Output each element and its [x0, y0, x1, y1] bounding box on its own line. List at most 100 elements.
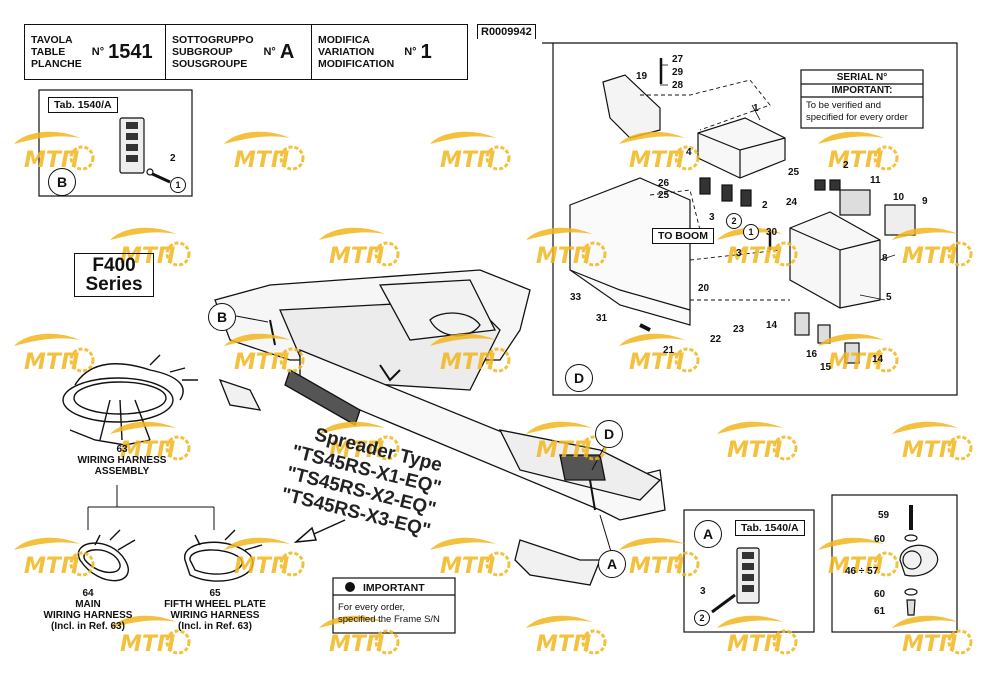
watermark-logo: МТП	[717, 615, 798, 657]
watermark-logo: МТП	[526, 421, 607, 463]
watermark-logo: МТП	[619, 333, 700, 375]
harness-line: (Incl. in Ref. 63)	[51, 621, 125, 632]
watermark-logo: МТП	[619, 131, 700, 173]
harness-assembly-label: 63 WIRING HARNESS ASSEMBLY	[62, 444, 182, 477]
watermark-logo: МТП	[526, 615, 607, 657]
watermark-logo: МТП	[430, 131, 511, 173]
watermark-logo: МТП	[717, 227, 798, 269]
table-number: 1541	[108, 40, 153, 63]
clamp-label: 46 ÷ 57	[845, 566, 879, 577]
detail-d-frame	[542, 42, 958, 396]
subgroup-cell: SOTTOGRUPPO SUBGROUP SOUSGROUPE N° A	[166, 25, 312, 79]
watermark-text: МТП	[440, 350, 495, 375]
circled-part-label: 2	[726, 213, 742, 229]
subgroup-no-label: N°	[263, 46, 276, 58]
mod-line: VARIATION	[318, 46, 375, 58]
detail-a-frame	[683, 509, 815, 633]
harness-line: WIRING HARNESS	[43, 610, 133, 621]
part-label: 3	[736, 248, 742, 259]
important-line: specified the Frame S/N	[338, 614, 440, 625]
clamp-label: 59	[878, 510, 890, 521]
watermark-text: МТП	[727, 244, 782, 269]
part-label: 14	[766, 320, 778, 331]
watermark-logo: МТП	[892, 227, 973, 269]
important-title-text: IMPORTANT	[363, 582, 425, 594]
part-label: 14	[872, 354, 884, 365]
watermark-logo: МТП	[717, 421, 798, 463]
harness-line: FIFTH WHEEL PLATE	[164, 599, 266, 610]
watermark-logo: МТП	[110, 421, 191, 463]
part-label: 20	[698, 283, 710, 294]
detail-b-frame	[38, 89, 193, 197]
mod-number: 1	[420, 40, 432, 63]
series-line: F400	[92, 255, 136, 276]
harness-line: WIRING HARNESS	[170, 610, 260, 621]
fifth-wheel-harness-drawing	[184, 529, 263, 582]
part-label: 2	[170, 153, 176, 164]
part-label: 15	[820, 362, 832, 373]
harness-line: WIRING HARNESS	[77, 455, 167, 466]
watermark-text: МТП	[24, 350, 79, 375]
watermark-layer: МТП МТП МТП МТП МТП МТП МТП МТП МТП МТП МТП МТП МТП М…	[14, 131, 973, 657]
mod-line: MODIFICA	[318, 34, 370, 46]
part-label: 2	[762, 200, 768, 211]
harness-ref: 63	[116, 444, 128, 455]
watermark-logo: МТП	[818, 131, 899, 173]
mod-no-label: N°	[404, 46, 417, 58]
part-label: 21	[663, 345, 675, 356]
watermark-logo: МТП	[319, 615, 400, 657]
part-label: 24	[786, 197, 798, 208]
watermark-text: МТП	[120, 632, 175, 657]
watermark-logo: МТП	[892, 615, 973, 657]
part-label: 5	[886, 292, 892, 303]
subgroup-line: SUBGROUP	[172, 46, 233, 58]
watermark-text: МТП	[234, 148, 289, 173]
watermark-logo: МТП	[430, 537, 511, 579]
part-label: 26	[658, 178, 670, 189]
serial-box	[800, 69, 924, 129]
detail-a-tab: Tab. 1540/A	[735, 520, 805, 536]
watermark-text: МТП	[234, 554, 289, 579]
table-no-label: N°	[91, 46, 105, 58]
watermark-text: МТП	[629, 554, 684, 579]
clamp-label: 60	[874, 589, 886, 600]
part-label: 4	[686, 147, 692, 158]
watermark-text: МТП	[329, 438, 384, 463]
part-label: 27	[672, 54, 684, 65]
watermark-logo: МТП	[14, 333, 95, 375]
clamp-label: 60	[874, 534, 886, 545]
table-line: PLANCHE	[31, 58, 82, 70]
series-line: Series	[85, 274, 143, 295]
part-label: 3	[709, 212, 715, 223]
watermark-text: МТП	[24, 554, 79, 579]
clamp-label: 61	[874, 606, 886, 617]
harness-line: ASSEMBLY	[94, 466, 150, 477]
table-line: TAVOLA	[31, 34, 73, 46]
watermark-logo: МТП	[224, 537, 305, 579]
part-label: 2	[843, 160, 849, 171]
serial-note: To be verified and specified for every o…	[806, 100, 908, 124]
detail-d-letter: D	[565, 364, 593, 392]
watermark-text: МТП	[727, 632, 782, 657]
watermark-logo: МТП	[14, 537, 95, 579]
watermark-logo: МТП	[14, 131, 95, 173]
watermark-logo: МТП	[319, 421, 400, 463]
watermark-text: МТП	[902, 244, 957, 269]
box-5	[789, 211, 881, 309]
table-line: TABLE	[31, 46, 66, 58]
watermark-text: МТП	[329, 632, 384, 657]
watermark-text: МТП	[24, 148, 79, 173]
main-harness-label: 64 MAIN WIRING HARNESS (Incl. in Ref. 63…	[28, 588, 148, 632]
watermark-text: МТП	[902, 632, 957, 657]
detail-a-letter: A	[694, 520, 722, 548]
watermark-text: МТП	[120, 244, 175, 269]
callout-a: A	[598, 550, 626, 578]
part-label: 3	[700, 586, 706, 597]
serial-title: SERIAL N°	[836, 72, 888, 83]
part-label: 8	[882, 253, 888, 264]
part-label: 10	[893, 192, 905, 203]
title-block: TAVOLA TABLE PLANCHE N° 1541 SOTTOGRUPPO…	[24, 24, 468, 80]
subgroup-number: A	[279, 40, 295, 63]
watermark-text: МТП	[234, 350, 289, 375]
part-label: 16	[806, 349, 818, 360]
